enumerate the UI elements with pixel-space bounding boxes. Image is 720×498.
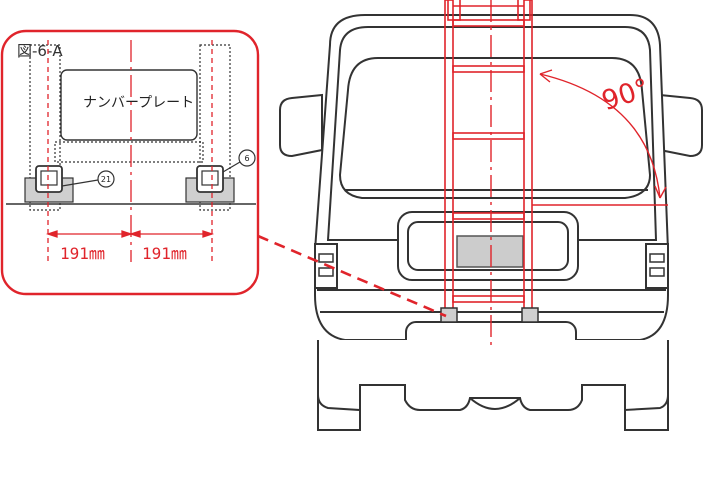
inset-right-rail bbox=[199, 44, 231, 211]
dim-arrows bbox=[45, 230, 215, 238]
left-mirror bbox=[279, 93, 323, 158]
angle-indicator bbox=[532, 69, 668, 206]
left-lamp-segment-2 bbox=[318, 267, 334, 277]
license-plate bbox=[456, 235, 524, 268]
ladder-rung-1 bbox=[452, 65, 525, 73]
inset-foot-right bbox=[196, 165, 224, 193]
callout-21-leader bbox=[61, 179, 99, 187]
left-tire bbox=[317, 360, 361, 431]
ladder-rung-2 bbox=[452, 132, 525, 140]
callout-6-circle bbox=[238, 149, 256, 167]
inset-foot-right-inner bbox=[201, 170, 219, 186]
ladder-feet bbox=[440, 307, 539, 323]
right-lamp-segment-2 bbox=[649, 267, 665, 277]
callout-6-leader bbox=[222, 161, 241, 173]
inset-drawing bbox=[6, 44, 256, 211]
ladder-rung-3 bbox=[452, 212, 525, 220]
inset-title: 図-6-A bbox=[17, 42, 63, 60]
angle-arc bbox=[539, 73, 661, 199]
ladder-foot-right bbox=[521, 307, 539, 323]
ladder-rung-top bbox=[452, 19, 525, 27]
angle-arrow-top bbox=[539, 69, 553, 83]
body-inner-line bbox=[326, 26, 658, 241]
inset-plate-label: ナンバープレート bbox=[83, 95, 194, 111]
inset-foot-left bbox=[35, 165, 63, 193]
angle-arrow-bottom bbox=[654, 185, 667, 199]
inset-plate-outline bbox=[60, 69, 198, 141]
tow-hitch bbox=[469, 397, 521, 410]
right-tire bbox=[624, 360, 669, 431]
inset-dimensions bbox=[45, 40, 215, 262]
rear-window bbox=[338, 57, 652, 199]
dim-right-label: 191㎜ bbox=[142, 244, 187, 263]
dim-left-label: 191㎜ bbox=[60, 244, 105, 263]
inset-foot-left-inner bbox=[40, 170, 58, 186]
detail-connector-line bbox=[257, 234, 447, 318]
right-tail-lamp bbox=[645, 243, 669, 289]
inset-plate-lower-outline bbox=[54, 141, 204, 163]
rear-bumper bbox=[317, 340, 669, 412]
callout-6-label: 6 bbox=[244, 154, 249, 163]
left-lamp-segment-1 bbox=[318, 253, 334, 263]
inset-left-rail bbox=[29, 44, 61, 211]
license-housing-inner bbox=[407, 221, 569, 271]
ladder-rung-4 bbox=[452, 295, 525, 303]
right-lamp-segment-1 bbox=[649, 253, 665, 263]
right-mirror bbox=[659, 93, 703, 158]
callout-21-circle bbox=[97, 170, 115, 188]
callout-21-label: 21 bbox=[101, 175, 111, 184]
